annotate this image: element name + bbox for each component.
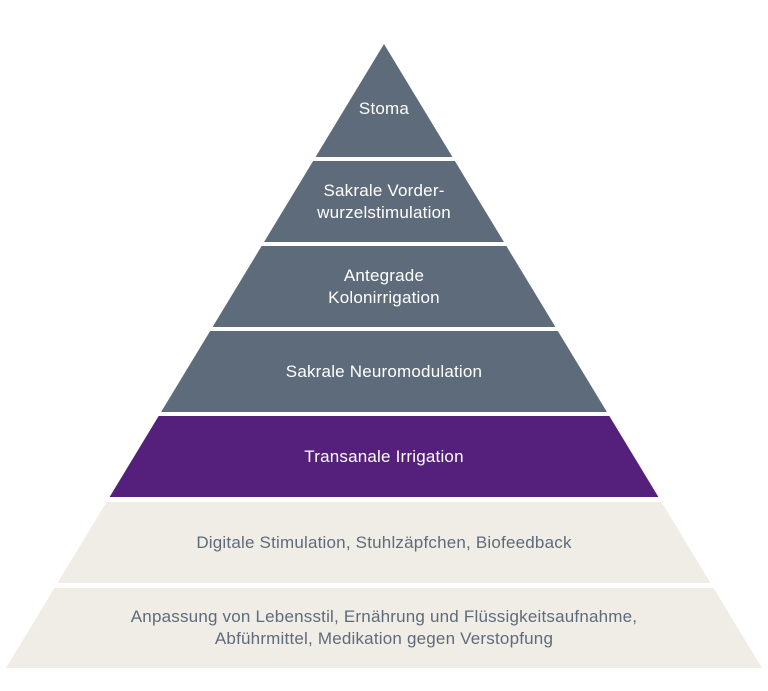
- layer-label-line: wurzelstimulation: [317, 202, 451, 222]
- layer-label-line: Sakrale Vorder-: [323, 180, 445, 200]
- pyramid-layer-digital-stimulation-suppositories-biofeedback: [57, 502, 711, 583]
- layer-label-line: Abführmittel, Medikation gegen Verstopfu…: [214, 629, 554, 648]
- layer-label-stoma: Stoma: [0, 98, 768, 120]
- layer-label-line: Stoma: [358, 99, 410, 118]
- layer-label-transanal-irrigation: Transanale Irrigation: [0, 446, 768, 468]
- layer-label-line: Transanale Irrigation: [304, 446, 464, 466]
- pyramid-layer-sacral-neuromodulation: [161, 331, 607, 412]
- layer-label-line: Digitale Stimulation, Stuhlzäpfchen, Bio…: [196, 532, 572, 552]
- layer-label-line: Antegrade: [343, 265, 425, 285]
- layer-label-digital-stimulation-suppositories-biofeedback: Digitale Stimulation, Stuhlzäpfchen, Bio…: [0, 532, 768, 554]
- layer-label-sacral-neuromodulation: Sakrale Neuromodulation: [0, 361, 768, 383]
- layer-label-line: Kolonirrigation: [328, 287, 440, 307]
- pyramid-layer-lifestyle-diet-laxatives: [6, 588, 762, 668]
- layer-label-lifestyle-diet-laxatives: Anpassung von Lebensstil, Ernährung und …: [0, 606, 768, 650]
- pyramid-layer-stoma: [315, 44, 453, 157]
- pyramid-layer-sacral-anterior-root-stimulation: [264, 161, 504, 242]
- pyramid-layer-antegrade-colonic-irrigation: [212, 246, 556, 327]
- layer-label-line: Sakrale Neuromodulation: [285, 361, 483, 381]
- layer-label-sacral-anterior-root-stimulation: Sakrale Vorder-wurzelstimulation: [0, 180, 768, 224]
- layer-label-line: Anpassung von Lebensstil, Ernährung und …: [130, 607, 638, 626]
- pyramid-layer-transanal-irrigation: [109, 416, 659, 497]
